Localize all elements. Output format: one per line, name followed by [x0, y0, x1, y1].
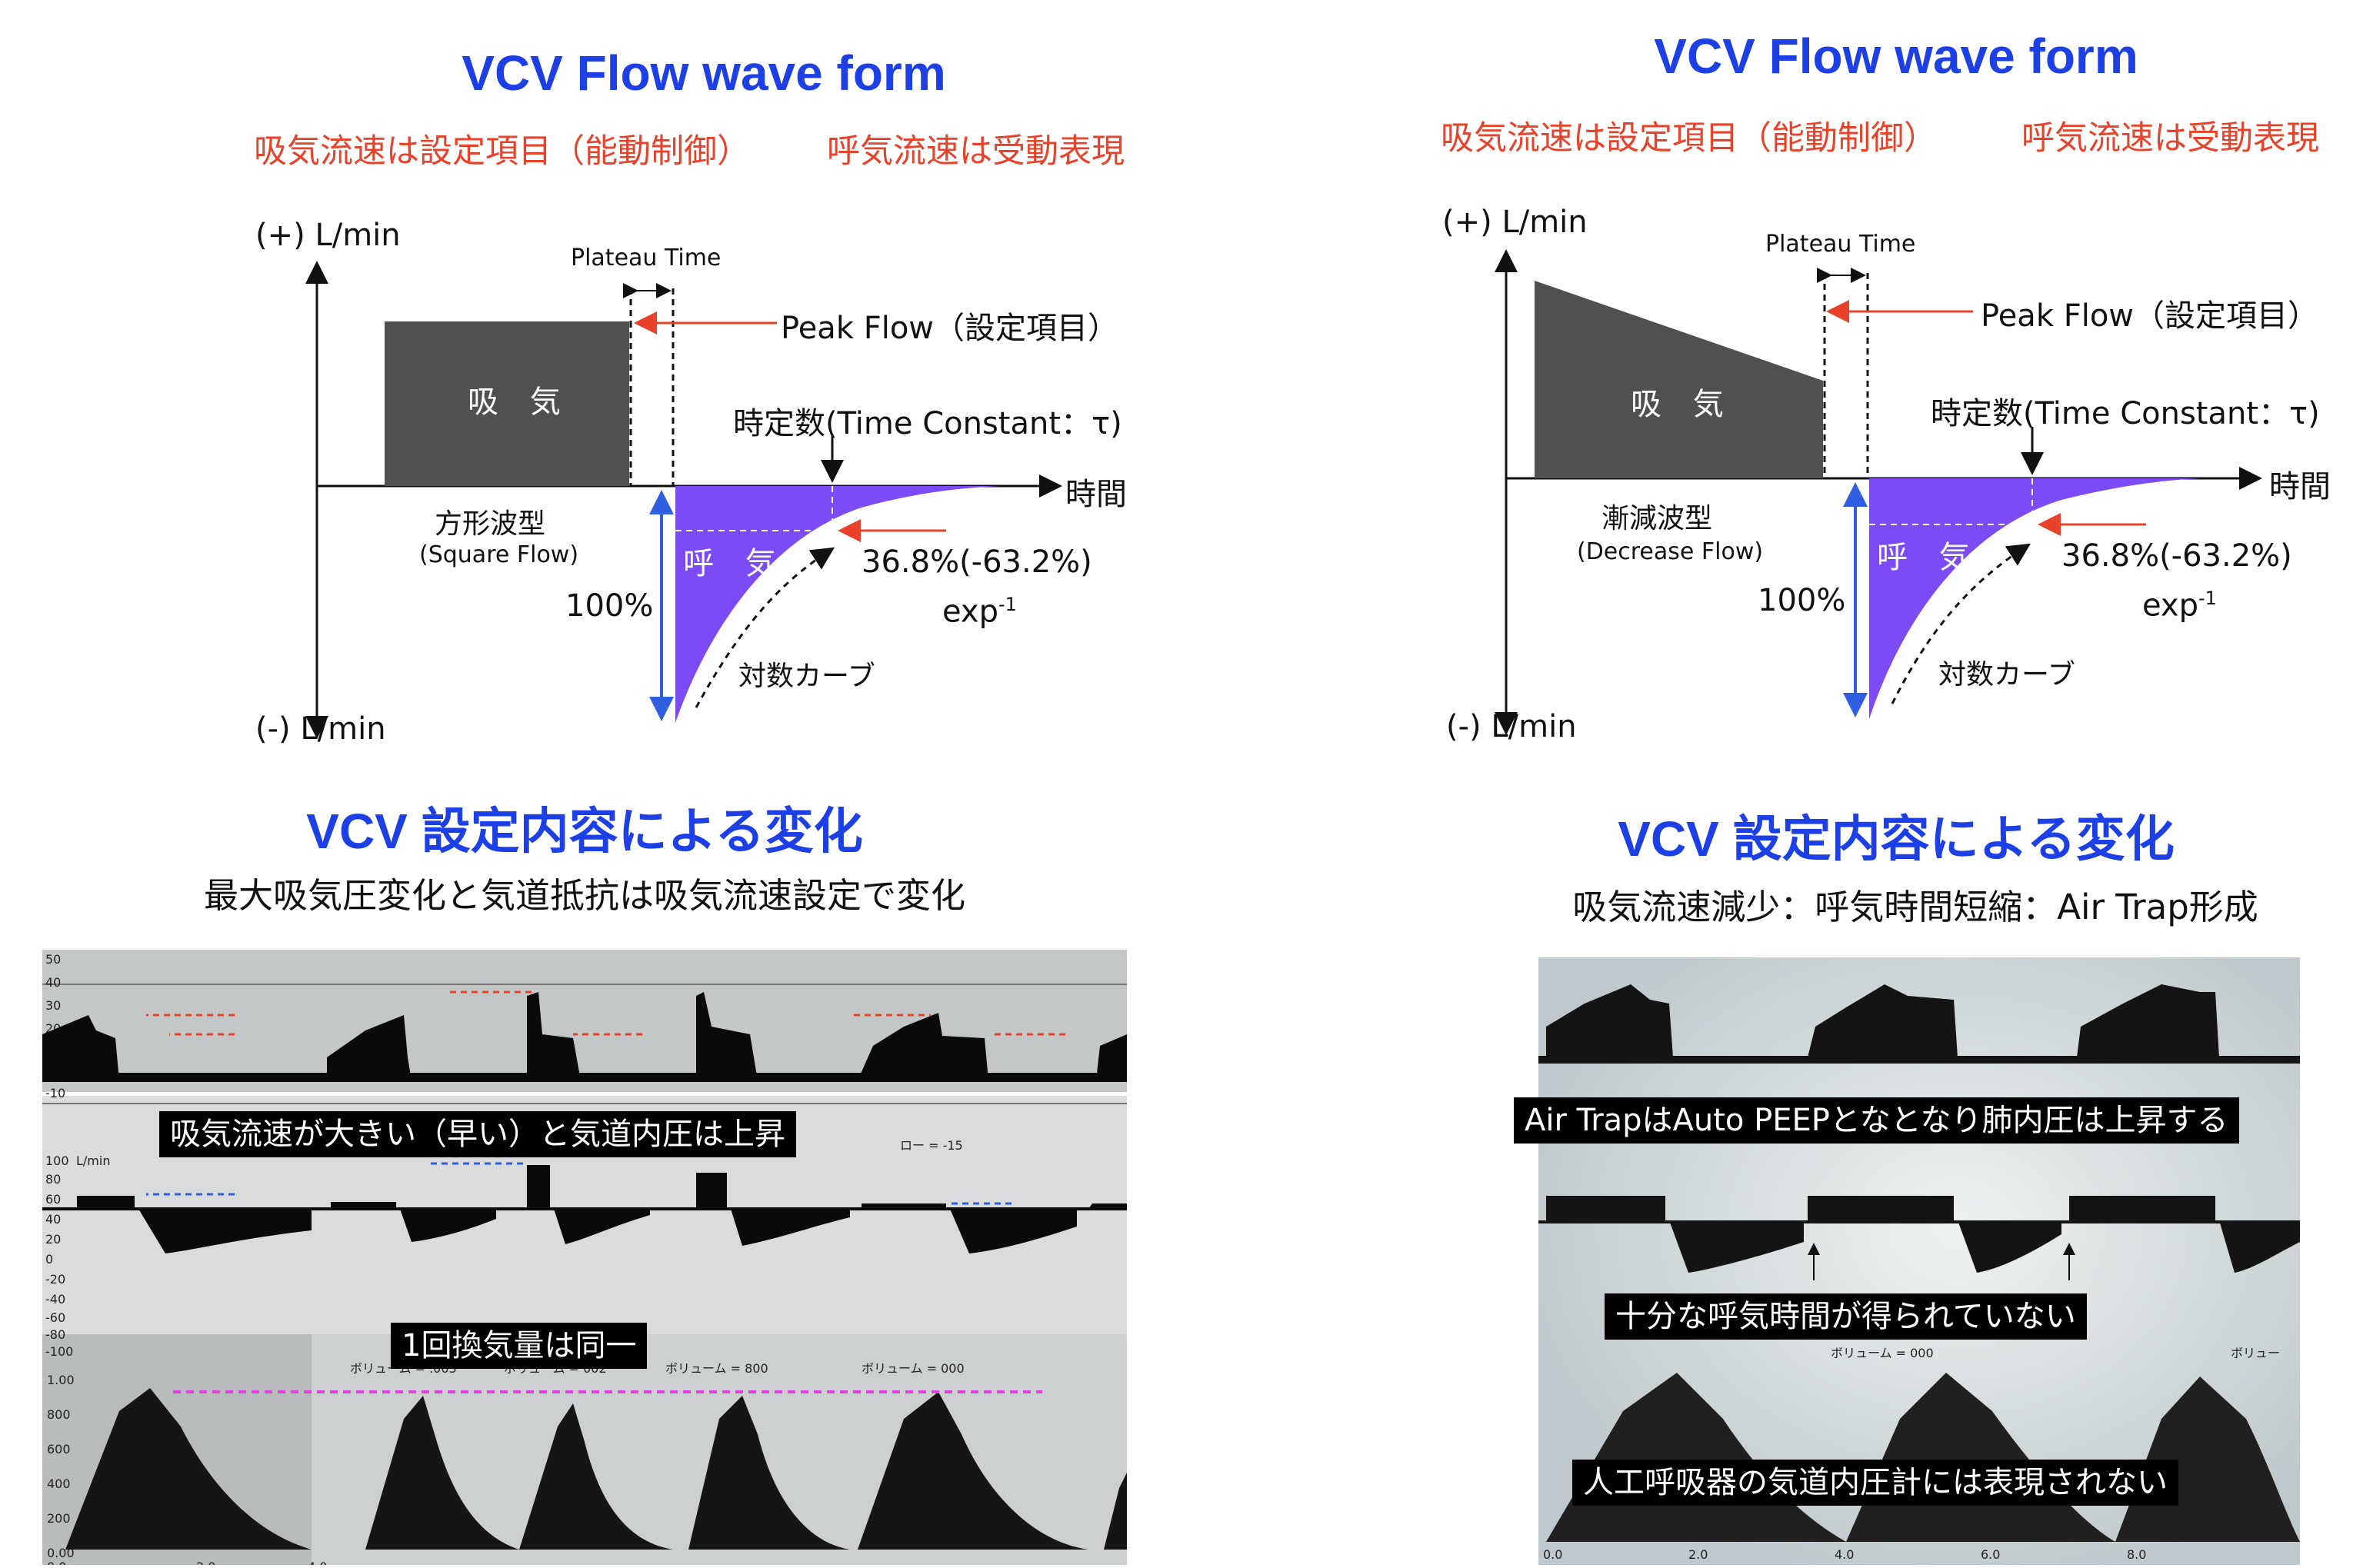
volume-tick: 1.00	[47, 1373, 75, 1387]
percent-100-label: 100%	[565, 588, 654, 624]
time-tick: 8.0	[2127, 1547, 2146, 1562]
plateau-label: Plateau Time	[571, 245, 722, 271]
volume-tick: 200	[47, 1511, 71, 1526]
peak-flow-label: Peak Flow（設定項目）	[781, 311, 1119, 346]
time-tick: 4.0	[308, 1560, 327, 1565]
panel-title: VCV Flow wave form	[462, 45, 946, 101]
wave-name: 方形波型	[435, 508, 546, 540]
caption-flow-pressure: 吸気流速が大きい（早い）と気道内圧は上昇	[159, 1111, 796, 1157]
caption-air-trap: Air TrapはAuto PEEPとなとなり肺内圧は上昇する	[1514, 1097, 2239, 1144]
caption-exhale-time: 十分な呼気時間が得られていない	[1605, 1293, 2087, 1340]
flow-tick: 100	[45, 1154, 69, 1168]
peak-flow-label: Peak Flow（設定項目）	[1981, 298, 2319, 334]
subtitle-inspiratory: 吸気流速は設定項目（能動制御）	[254, 132, 750, 171]
pressure-tick: 40	[45, 975, 61, 990]
time-tick: 6.0	[1981, 1547, 2000, 1562]
flow-tick: 0	[45, 1252, 53, 1267]
ventilator-waveforms-left: 50 40 30 20 10 0 -10 L/min 100 80 60 40 …	[42, 950, 1127, 1565]
plateau-label: Plateau Time	[1765, 231, 1916, 258]
volume-tick: 600	[47, 1442, 71, 1456]
expiration-label: 呼 気	[683, 546, 787, 581]
exp-label: exp-1	[2142, 588, 2217, 624]
panel-title: VCV 設定内容による変化	[1618, 811, 2175, 867]
expiration-area	[1869, 478, 2200, 719]
log-curve-arrow	[695, 547, 835, 708]
panel-title: VCV 設定内容による変化	[306, 804, 863, 859]
volume-tick: 400	[47, 1476, 71, 1491]
volume-tick: 800	[47, 1407, 71, 1422]
exp-label: exp-1	[942, 594, 1017, 630]
wave-name: 漸減波型	[1601, 503, 1713, 534]
caption-gauge: 人工呼吸器の気道内圧計には表現されない	[1572, 1460, 2178, 1506]
volume-readout: ボリューム = 000	[1831, 1346, 1934, 1360]
inspiration-block	[1535, 281, 1823, 478]
wave-name-en: (Decrease Flow)	[1577, 538, 1764, 565]
flow-tick: 80	[45, 1172, 61, 1187]
pressure-tick: -10	[45, 1086, 65, 1100]
time-tick: 4.0	[1835, 1547, 1854, 1562]
expiration-label: 呼 気	[1877, 540, 1981, 575]
inspiration-label: 吸 気	[468, 385, 572, 420]
time-tick: 0.0	[1543, 1547, 1562, 1562]
subtitle-expiratory: 呼気流速は受動表現	[2021, 119, 2319, 158]
time-tick: 2.0	[196, 1560, 215, 1565]
subtitle-expiratory: 呼気流速は受動表現	[827, 132, 1125, 171]
time-tick: 2.0	[1688, 1547, 1708, 1562]
time-constant-label: 時定数(Time Constant：τ)	[733, 406, 1122, 441]
expiration-area	[675, 486, 1000, 723]
flow-tick: -20	[45, 1272, 65, 1287]
flow-tick: -40	[45, 1292, 65, 1307]
flow-readout: ロー = -15	[900, 1138, 963, 1153]
flow-unit: L/min	[76, 1154, 110, 1168]
flow-tick: -60	[45, 1310, 65, 1325]
volume-readout: ボリューム = 800	[665, 1361, 768, 1376]
volume-readout: ボリューム = 000	[862, 1361, 965, 1376]
pressure-tick: 50	[45, 952, 61, 967]
y-negative-label: (-) L/min	[255, 711, 386, 747]
inspiration-label: 吸 気	[1631, 387, 1735, 422]
panel-title: VCV Flow wave form	[1654, 28, 2138, 84]
flow-tick: 20	[45, 1232, 61, 1247]
subtitle-inspiratory: 吸気流速は設定項目（能動制御）	[1441, 119, 1937, 158]
flow-tick: 60	[45, 1192, 61, 1207]
flow-tick: -100	[45, 1344, 73, 1359]
y-negative-label: (-) L/min	[1446, 709, 1577, 744]
percent-100-label: 100%	[1758, 583, 1846, 618]
panel-subtitle: 最大吸気圧変化と気道抵抗は吸気流速設定で変化	[203, 875, 966, 916]
flow-tick: -80	[45, 1327, 65, 1342]
volume-readout: ボリュー	[2231, 1346, 2280, 1360]
flow-tick: 40	[45, 1212, 61, 1227]
caption-tidal-volume: 1回換気量は同一	[391, 1323, 648, 1369]
time-axis-label: 時間	[2269, 469, 2331, 504]
wave-name-en: (Square Flow)	[419, 541, 579, 568]
log-curve-arrow	[1891, 543, 2031, 704]
log-curve-label: 対数カーブ	[738, 661, 875, 692]
time-constant-label: 時定数(Time Constant：τ)	[1931, 396, 2320, 431]
percent-368-label: 36.8%(-63.2%)	[2061, 538, 2292, 574]
percent-368-label: 36.8%(-63.2%)	[862, 544, 1092, 580]
pressure-tick: 30	[45, 998, 61, 1013]
log-curve-label: 対数カーブ	[1938, 659, 2075, 691]
inspiration-block	[385, 321, 629, 486]
y-positive-label: (+) L/min	[255, 218, 401, 253]
time-axis-label: 時間	[1065, 477, 1127, 512]
y-positive-label: (+) L/min	[1442, 205, 1588, 240]
ventilator-screen-photo-left: 50 40 30 20 10 0 -10 L/min 100 80 60 40 …	[42, 950, 1127, 1565]
time-tick: 0.0	[47, 1560, 66, 1565]
panel-subtitle: 吸気流速減少：呼気時間短縮：Air Trap形成	[1572, 887, 2258, 927]
